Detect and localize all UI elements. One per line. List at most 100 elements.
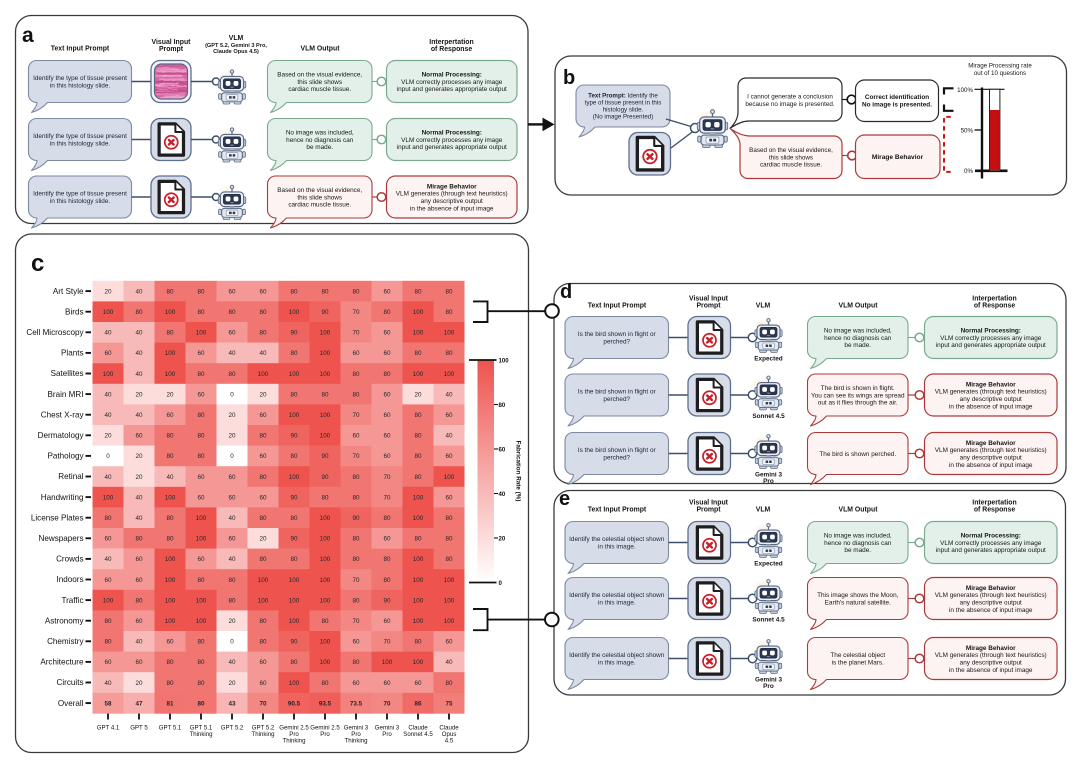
svg-text:80: 80 [414,536,422,543]
svg-text:90: 90 [290,494,298,501]
svg-text:any descriptive output: any descriptive output [421,198,483,205]
svg-text:100: 100 [444,577,455,584]
svg-text:Pro: Pro [763,478,774,485]
svg-text:80: 80 [414,639,422,646]
svg-text:20: 20 [259,391,267,398]
svg-text:80: 80 [135,309,143,316]
svg-text:input and generates appropriat: input and generates appropriate output [397,86,507,93]
svg-text:40: 40 [135,350,143,357]
svg-text:in this image.: in this image. [598,543,636,550]
svg-text:60: 60 [352,350,360,357]
svg-text:a: a [22,24,34,47]
svg-text:60: 60 [383,350,391,357]
svg-text:(No image Presented): (No image Presented) [593,114,654,121]
svg-text:0: 0 [230,453,234,460]
svg-text:73.5: 73.5 [350,700,363,707]
svg-text:100: 100 [320,639,331,646]
svg-text:90.5: 90.5 [288,700,301,707]
svg-text:input and generates appropriat: input and generates appropriate output [397,144,507,151]
svg-text:100: 100 [413,515,424,522]
svg-text:100: 100 [499,357,510,364]
svg-text:100: 100 [103,597,114,604]
svg-text:60: 60 [445,494,453,501]
svg-text:Gemini 3: Gemini 3 [375,725,400,732]
svg-text:Sonnet 4.5: Sonnet 4.5 [403,731,433,738]
svg-text:any descriptive output: any descriptive output [960,600,1022,607]
svg-text:I cannot generate a conclusion: I cannot generate a conclusion [747,94,833,101]
svg-text:60: 60 [104,350,112,357]
svg-text:Fabrication Rate (%): Fabrication Rate (%) [515,441,522,502]
svg-text:VLM correctly processes any im: VLM correctly processes any image [940,540,1042,547]
svg-text:80: 80 [445,556,453,563]
svg-text:60: 60 [352,680,360,687]
svg-text:100: 100 [320,577,331,584]
svg-text:60: 60 [135,618,143,625]
svg-text:20: 20 [135,474,143,481]
svg-text:60: 60 [383,330,391,337]
svg-text:80: 80 [352,371,360,378]
svg-text:80: 80 [228,597,236,604]
svg-text:Pro: Pro [763,683,774,690]
svg-text:20: 20 [104,288,112,295]
svg-text:Based on the visual evidence,: Based on the visual evidence, [277,187,362,194]
svg-text:80: 80 [445,680,453,687]
svg-text:70: 70 [259,700,267,707]
svg-text:100: 100 [320,330,331,337]
svg-text:80: 80 [352,391,360,398]
svg-text:80: 80 [290,350,298,357]
svg-text:Traffic: Traffic [61,596,83,605]
svg-text:GPT 5.1: GPT 5.1 [159,725,182,732]
svg-text:Sonnet 4.5: Sonnet 4.5 [752,616,785,623]
svg-text:perched?: perched? [603,454,630,461]
svg-text:80: 80 [321,618,329,625]
svg-text:60: 60 [259,659,267,666]
svg-text:60: 60 [166,412,174,419]
svg-text:100: 100 [196,597,207,604]
svg-text:Newspapers: Newspapers [39,534,84,543]
svg-text:any descriptive output: any descriptive output [960,455,1022,462]
svg-text:20: 20 [414,391,422,398]
svg-text:This image shows the Moon,: This image shows the Moon, [817,592,899,599]
svg-text:GPT 5.1: GPT 5.1 [190,725,213,732]
svg-text:Interpertation: Interpertation [972,295,1016,302]
svg-text:Normal Processing:: Normal Processing: [961,533,1021,540]
svg-text:40: 40 [499,491,506,498]
svg-text:100: 100 [413,577,424,584]
svg-text:Text Input Prompt: Text Input Prompt [51,46,110,53]
svg-text:100: 100 [196,515,207,522]
svg-text:of Response: of Response [974,507,1016,514]
svg-text:any descriptive output: any descriptive output [960,660,1022,667]
svg-text:License Plates: License Plates [31,513,84,522]
svg-text:100: 100 [258,371,269,378]
svg-text:80: 80 [445,288,453,295]
svg-text:80: 80 [414,433,422,440]
svg-text:80: 80 [166,433,174,440]
svg-text:70: 70 [352,309,360,316]
svg-text:cardiac muscle tissue.: cardiac muscle tissue. [288,202,351,209]
svg-text:Chest X-ray: Chest X-ray [41,410,85,419]
svg-text:Handwriting: Handwriting [41,493,84,502]
svg-text:100: 100 [289,309,300,316]
svg-text:Visual Input: Visual Input [689,295,729,302]
svg-text:80: 80 [104,639,112,646]
svg-text:Mirage Behavior: Mirage Behavior [966,381,1016,388]
svg-text:20: 20 [104,433,112,440]
svg-text:20: 20 [166,391,174,398]
svg-text:80: 80 [321,680,329,687]
svg-text:70: 70 [352,330,360,337]
svg-text:Mirage Processing rate: Mirage Processing rate [968,62,1032,69]
svg-text:60: 60 [383,680,391,687]
svg-text:60: 60 [197,391,205,398]
svg-text:Identify the type of tissue pr: Identify the type of tissue present [33,191,127,198]
svg-text:80: 80 [414,453,422,460]
svg-text:40: 40 [135,371,143,378]
svg-text:4.5: 4.5 [445,738,454,745]
svg-text:80: 80 [197,412,205,419]
svg-text:Normal Processing:: Normal Processing: [422,72,482,79]
svg-text:out as it flies through the ai: out as it flies through the air. [818,400,898,407]
svg-text:Is the bird shown in flight or: Is the bird shown in flight or [578,389,657,396]
svg-text:75: 75 [445,700,453,707]
svg-text:input and generates appropriat: input and generates appropriate output [936,342,1046,349]
svg-text:histology slide.: histology slide. [603,107,644,114]
svg-text:cardiac muscle tissue.: cardiac muscle tissue. [288,86,351,93]
